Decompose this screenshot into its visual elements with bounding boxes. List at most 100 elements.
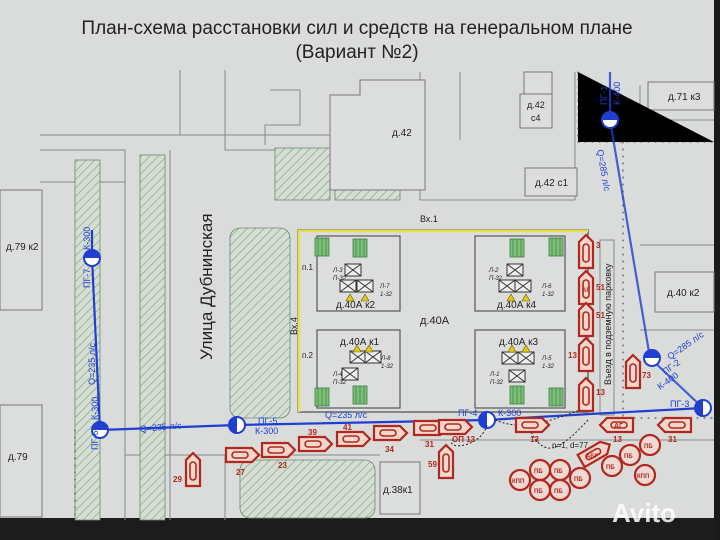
buildings: д.79 к2 д.79 д.42 д.42 с4 д.42 с1 д.71 к… <box>0 71 715 518</box>
label: ПБ <box>574 477 583 483</box>
avito-watermark: Avito <box>612 498 677 528</box>
label: ПБ <box>606 465 615 471</box>
building-label: д.40А <box>420 315 450 327</box>
label: 13 <box>568 351 577 360</box>
nozzle-labels: Л-3П-32 Л-71-32 Л-2П-32 Л-61-32 Л-81-32 … <box>332 268 555 386</box>
hydrant-label: ПГ-7 <box>82 269 92 288</box>
label: АБГ <box>586 454 599 460</box>
hydrant-pipe-label: К-400 <box>612 82 622 105</box>
building-d42 <box>329 79 426 191</box>
label: П-32 <box>490 380 504 386</box>
label: 13 <box>596 388 605 397</box>
label: 1-32 <box>380 292 393 298</box>
building-label: д.40 к2 <box>667 288 700 299</box>
label: 31 <box>425 440 434 449</box>
label: 51 <box>596 311 605 320</box>
building-label: д.71 к3 <box>668 92 701 103</box>
label: 51 <box>596 283 605 292</box>
label: 27 <box>236 468 245 477</box>
label: 31 <box>668 435 677 444</box>
section-label: д.40А к1 <box>340 337 380 348</box>
label: 34 <box>385 445 394 454</box>
fire-vehicles: 3 51 АГ 51 13 13 73 27 23 39 41 34 31 ОП… <box>173 233 693 488</box>
hydrant-pipe-label: К-300 <box>82 227 92 250</box>
hydrant-label: ПГ-5 <box>258 416 277 426</box>
label: 29 <box>173 475 182 484</box>
flow-label: Q=235 л/с <box>87 342 97 385</box>
label: ПБ <box>534 469 543 475</box>
label: ПБ <box>644 444 653 450</box>
building-d79 <box>0 404 43 518</box>
building-label: д.38к1 <box>383 485 413 496</box>
water-network: ПГ-1 К-400 ПГ-2 К-400 ПГ-3 ПГ-4 К-300 ПГ… <box>82 72 712 450</box>
building-label: с4 <box>531 113 541 123</box>
fire-units: КПП ПБ ПБ ПБ ПБ ПБ ПБ ПБ ПБ КПП <box>508 433 662 502</box>
label: Л-5 <box>541 356 552 362</box>
label: ПБ <box>554 489 563 495</box>
hydrant-pg7 <box>83 249 101 267</box>
building-d40k2 <box>654 271 715 313</box>
section-label: д.40А к3 <box>499 337 539 348</box>
hose-label: n=1, d=77 <box>552 441 589 450</box>
building-label: д.42 с1 <box>535 178 569 189</box>
label: Л-1 <box>489 372 499 378</box>
hydrant-label: ПГ-4 <box>458 408 477 418</box>
label: 13 <box>530 435 539 444</box>
flow-label: Q=235 л/с <box>325 410 368 420</box>
building-d42c4 <box>519 93 553 129</box>
section-label: д.40А к4 <box>497 300 537 311</box>
label: 1-32 <box>381 364 394 370</box>
entrance-label: Вх.1 <box>420 214 438 224</box>
hydrant-label: ПГ-1 <box>599 86 609 105</box>
label: КПП <box>637 474 649 480</box>
hydrant-pg5 <box>228 416 246 434</box>
label: П-32 <box>333 276 347 282</box>
section-label: д.40А к2 <box>336 300 376 311</box>
label: Л-2 <box>488 268 499 274</box>
hydrant-pipe-label: К-300 <box>498 408 521 418</box>
plan-title: План-схема расстановки сил и средств на … <box>81 18 632 39</box>
hydrant-pg3 <box>694 399 712 417</box>
label: Л-4 <box>332 372 343 378</box>
label: Л-6 <box>541 284 552 290</box>
label: ОП 13 <box>452 435 476 444</box>
plan-subtitle: (Вариант №2) <box>295 42 418 63</box>
label: АГ <box>582 288 590 294</box>
label: АГ <box>614 423 623 430</box>
parking-entry-label: Въезд в подземную парковку <box>603 263 613 385</box>
building-label: д.42 <box>527 100 545 110</box>
parking-entry: Въезд в подземную парковку <box>599 239 615 416</box>
label: 73 <box>642 371 651 380</box>
label: Л-3 <box>332 268 343 274</box>
label: 39 <box>308 428 317 437</box>
label: ПБ <box>534 489 543 495</box>
building-label: д.79 к2 <box>6 242 39 253</box>
label: 41 <box>343 423 352 432</box>
building-d38k1 <box>379 461 421 515</box>
building-d40a: д.40А д.40А к2 д.40А к4 д.40А к1 д.40А к… <box>289 214 589 413</box>
street-label: Улица Дубнинская <box>197 213 216 360</box>
label: Л-7 <box>379 284 390 290</box>
entrance-label: п.2 <box>302 351 314 360</box>
label: 23 <box>278 461 287 470</box>
building-d42c1 <box>524 167 578 197</box>
label: 1-32 <box>542 364 555 370</box>
building-d79k2 <box>0 189 43 311</box>
label: Л-8 <box>380 356 391 362</box>
entrance-label: Вх.4 <box>289 317 299 335</box>
label: 59 <box>428 460 437 469</box>
label: П-32 <box>333 380 347 386</box>
hydrant-label: ПГ-6 <box>90 431 100 450</box>
label: КПП <box>512 479 524 485</box>
hydrant-pipe-label: К-300 <box>255 426 278 436</box>
flow-label: Q=235 л/с <box>139 420 182 434</box>
label: 1-32 <box>542 292 555 298</box>
hydrant-label: ПГ-3 <box>670 399 689 409</box>
label: П-32 <box>489 276 503 282</box>
entrance-label: п.1 <box>302 263 314 272</box>
hydrant-pg1 <box>601 111 619 129</box>
building-d71k3 <box>647 81 715 111</box>
building-label: д.42 <box>392 128 412 139</box>
